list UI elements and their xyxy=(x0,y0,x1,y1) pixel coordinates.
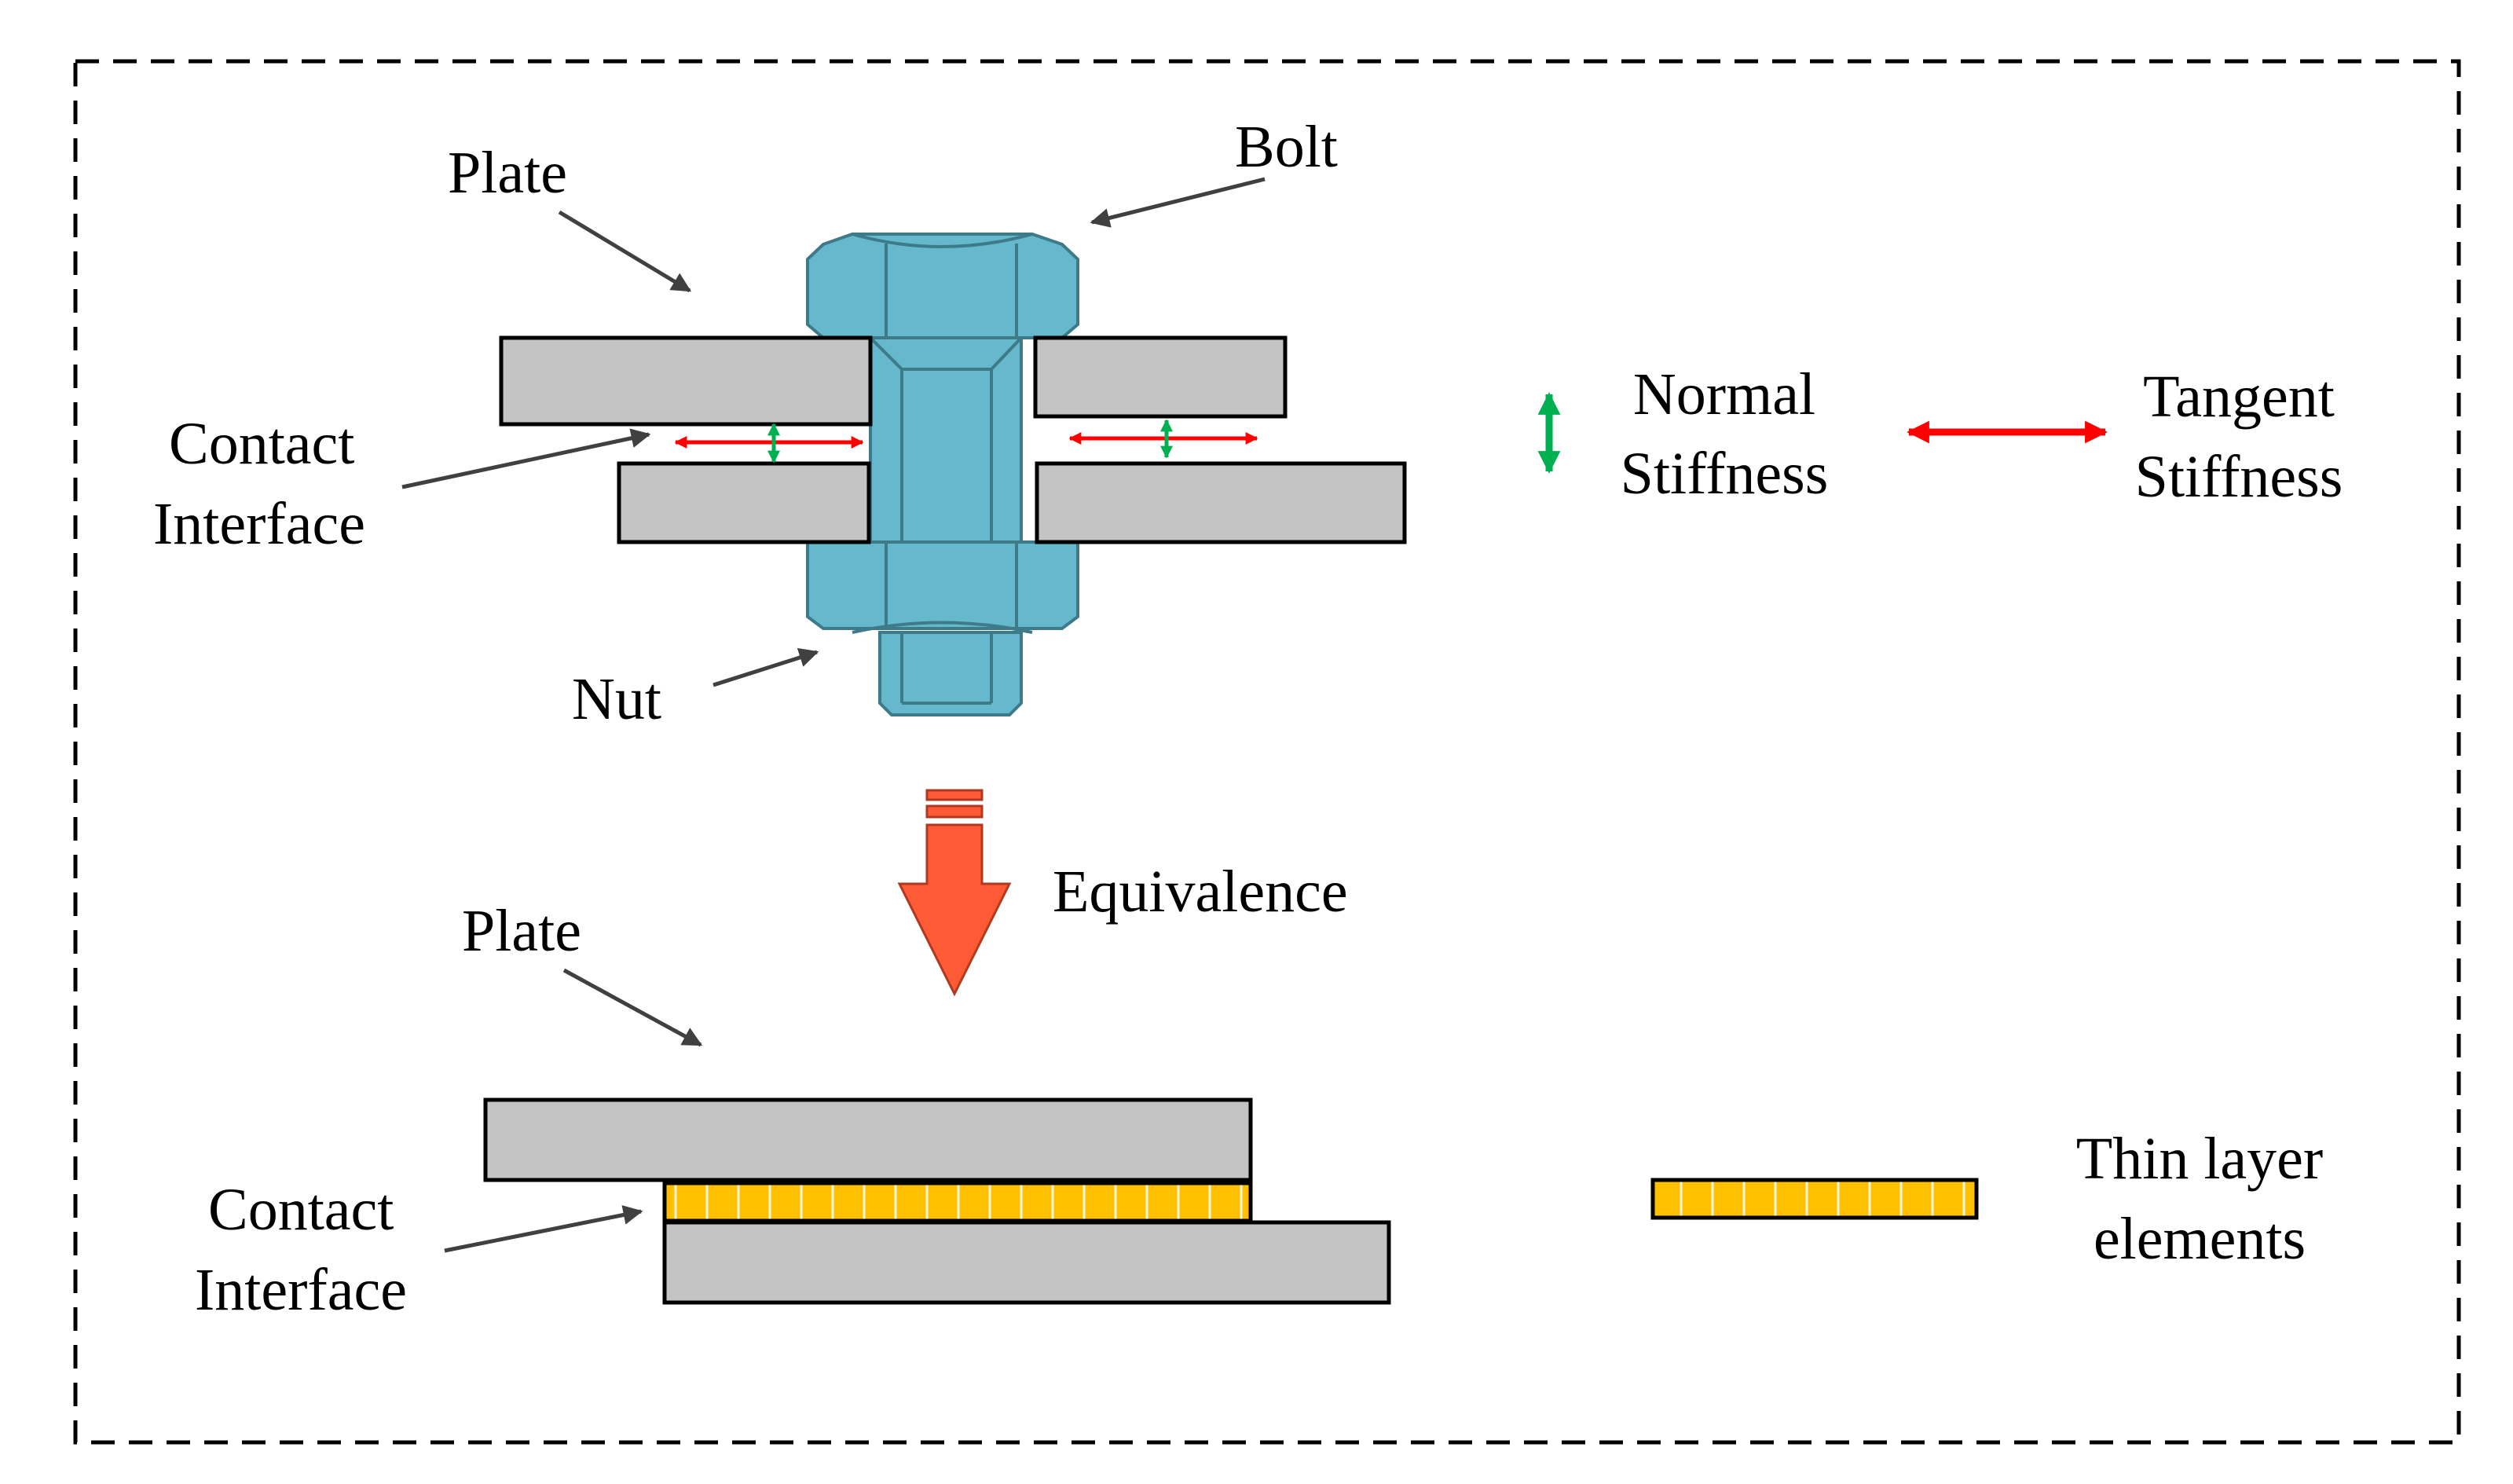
bottom-contact-label-line1: Contact xyxy=(208,1177,394,1243)
bolted-joint xyxy=(499,233,1407,716)
bolt-thread-end xyxy=(878,631,1023,716)
top-plate-pointer xyxy=(558,210,692,293)
top-contact-pointer xyxy=(401,428,651,489)
legend-thin-line1: Thin layer xyxy=(2076,1126,2323,1192)
legend-tangent-line1: Tangent xyxy=(2143,364,2335,430)
top-plate-label: Plate xyxy=(448,140,567,206)
lower-plate-right xyxy=(1035,461,1407,544)
bolt-label: Bolt xyxy=(1235,114,1338,180)
legend-thin-line2: elements xyxy=(2094,1206,2306,1272)
upper-plate-right xyxy=(1033,335,1288,419)
top-contact-label-line2: Interface xyxy=(153,491,365,557)
bottom-upper-plate xyxy=(483,1097,1253,1182)
outer-frame xyxy=(73,59,2461,1445)
legend-tangent-line2: Stiffness xyxy=(2135,444,2343,510)
equivalence-label: Equivalence xyxy=(1053,859,1348,925)
bottom-lower-plate xyxy=(662,1220,1391,1305)
legend-normal-line2: Stiffness xyxy=(1621,441,1829,507)
nut-label: Nut xyxy=(572,666,661,732)
lower-plate-left xyxy=(617,461,871,544)
bottom-contact-pointer xyxy=(444,1205,643,1253)
nut xyxy=(806,540,1079,630)
nut-pointer xyxy=(713,647,819,687)
bolt-head xyxy=(806,233,1079,339)
top-contact-label-line1: Contact xyxy=(169,411,354,477)
legend-normal-line1: Normal xyxy=(1633,361,1815,427)
equivalence-arrow xyxy=(897,789,1012,997)
bottom-plate-pointer xyxy=(562,968,703,1047)
bottom-plate-label: Plate xyxy=(462,898,581,964)
legend-thin-layer-swatch xyxy=(1650,1178,1979,1220)
bolt-pointer xyxy=(1090,177,1266,228)
bottom-thin-layer xyxy=(662,1181,1253,1223)
bottom-contact-label-line2: Interface xyxy=(195,1257,407,1323)
upper-plate-left xyxy=(499,335,873,427)
bolt-shank xyxy=(869,336,1023,544)
